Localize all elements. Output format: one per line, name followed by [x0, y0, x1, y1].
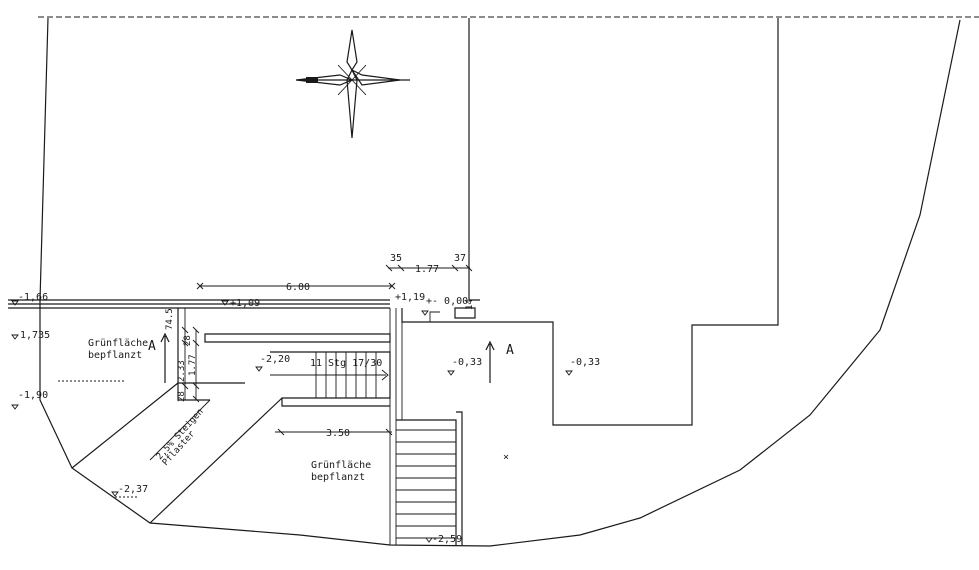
survey-point-mark: × — [503, 452, 509, 463]
dimension-label: 35 — [390, 253, 402, 264]
section-label: A — [148, 339, 156, 354]
elevation-label: -2,59 — [432, 534, 462, 545]
entry-arrow — [429, 311, 440, 322]
elevation-label: -1,66 — [18, 292, 48, 303]
slope-edge-1 — [71, 382, 179, 469]
dimension-label: 3.50 — [326, 428, 350, 439]
elevation-label: +1,09 — [230, 298, 260, 309]
green-area-label: bepflanzt — [311, 472, 365, 483]
dimension-lines — [181, 264, 473, 436]
stair-upper-treads — [270, 352, 389, 398]
elevation-label: -2,20 — [260, 354, 290, 365]
elevation-label: +1,19 — [395, 292, 425, 303]
elevation-label: -2,37 — [118, 484, 148, 495]
stair-label: 11 Stg 17/30 — [310, 358, 382, 369]
section-marker-left — [160, 332, 170, 383]
slope-edge-3 — [149, 399, 211, 461]
dimension-label: 74.5 — [165, 308, 175, 330]
north-arrow-icon — [295, 29, 410, 139]
dimension-label: 1.77 — [415, 264, 439, 275]
elevation-label: -1,90 — [18, 390, 48, 401]
section-marker-right — [485, 340, 495, 383]
elevation-markers — [11, 300, 573, 543]
green-area-label: Grünfläche — [88, 338, 148, 349]
green-area-label: Grünfläche — [311, 460, 371, 471]
dimension-label: 2.33 — [177, 360, 187, 382]
slope-edge-2 — [149, 397, 283, 524]
elevation-label: +- 0,00 — [426, 296, 468, 307]
dimension-label: 28 — [177, 391, 187, 402]
dimension-label: 37 — [454, 253, 466, 264]
dimension-label: 28 — [183, 335, 193, 346]
elevation-label: -0,33 — [452, 357, 482, 368]
green-area-label: bepflanzt — [88, 350, 142, 361]
section-label: A — [506, 343, 514, 358]
entry-step — [401, 307, 480, 323]
stair-lower — [396, 411, 463, 545]
building-outline — [468, 18, 779, 426]
site-boundary — [39, 17, 961, 547]
dimension-label: 6.00 — [286, 282, 310, 293]
elevation-label: -1,735 — [14, 330, 50, 341]
dimension-label: 1.77 — [188, 354, 198, 376]
dimension-label: 14 — [465, 299, 475, 310]
elevation-label: -0,33 — [570, 357, 600, 368]
